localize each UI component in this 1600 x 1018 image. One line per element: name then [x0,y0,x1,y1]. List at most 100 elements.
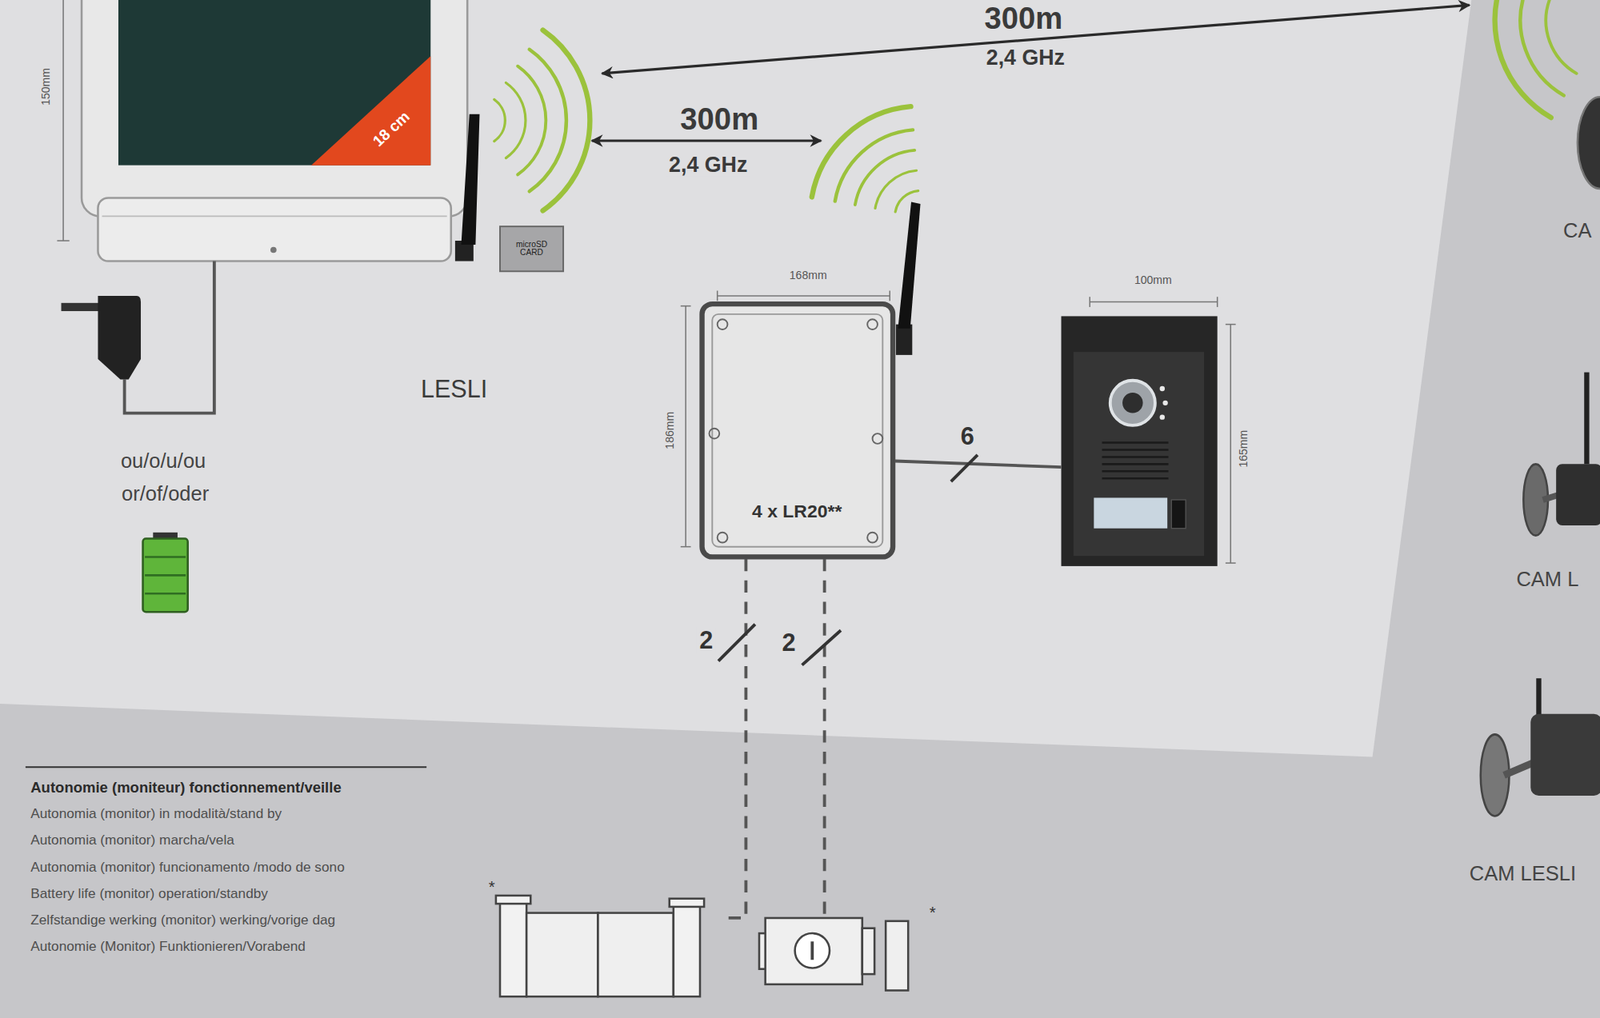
screw [867,532,878,544]
wave [895,191,919,212]
monitor-base [97,197,451,261]
electric-lock [765,918,863,985]
screw [717,532,728,544]
wave [812,106,912,197]
dimension-label: 165mm [1238,430,1250,468]
wire-slash [718,624,756,662]
camera [1577,96,1600,189]
dimension-tick [1225,324,1236,326]
camera-label: CA [1563,220,1592,242]
monitor-button [270,247,277,254]
rule [25,766,427,768]
product-name: LESLI [420,377,488,403]
camera-antenna [1536,678,1541,720]
wave [505,82,526,158]
dashed-wire [823,559,827,919]
dimension-tick [680,305,692,308]
camera-label: CAM LESLI [1469,863,1576,884]
housing-tab [872,433,884,444]
name-plate [1093,497,1168,528]
screw [717,319,728,330]
spec-heading: Autonomie (moniteur) fonctionnement/veil… [30,780,341,795]
wave [529,49,567,192]
wire-slash [802,630,841,665]
plug-prong [61,303,103,312]
camera-label: CAM L [1516,569,1579,591]
dimension-tick [1225,562,1236,564]
size-badge: 18 cm [369,108,412,149]
size-badge-shape [311,56,431,165]
grille-line [1102,448,1169,452]
wave [875,170,917,208]
gate-cap [669,899,704,908]
frequency-label: 2,4 GHz [665,152,751,176]
wire-count: 2 [779,629,800,656]
wire-slash [951,455,978,482]
camera [1556,464,1600,526]
battery-icon [143,538,188,612]
wire [895,461,1062,468]
camera [1530,714,1600,796]
grille-line [1102,456,1169,459]
wave [855,150,915,205]
dimension-tick [716,291,719,302]
antenna [461,114,480,245]
spec-line: Autonomia (monitor) funcionamento /modo … [30,860,344,875]
dimension-lines [56,0,1236,564]
radio-waves [1495,0,1577,118]
grille-line [1102,463,1169,466]
grille-line [1102,470,1169,473]
speaker-grille [1102,443,1169,480]
camera-arm [1504,763,1533,776]
gate-post [500,900,527,997]
dimension-tick [888,291,891,302]
door-station-panel [1073,352,1204,556]
dimension-line [684,306,687,548]
lens-center [1122,392,1144,414]
receiver-housing [702,304,894,557]
screw [867,319,878,330]
antenna-base [896,324,912,356]
gate-post [673,903,700,997]
door-station [1061,316,1218,566]
or-label: or/of/oder [121,484,209,505]
or-label: ou/o/u/ou [120,451,206,472]
radio-waves [812,106,919,212]
receiver-box: 4 x LR20** [702,140,919,560]
grille-line [1102,477,1169,480]
wire-count: 6 [960,424,975,450]
key-slot [810,941,814,960]
power-adapter [97,296,141,380]
monitor-unit: 18 cm [81,0,592,266]
wave [494,99,506,141]
call-button [1171,500,1186,529]
spec-line: Zelfstandige werking (monitor) werking/v… [30,913,336,928]
radio-waves [494,30,591,212]
footnote-mark: * [929,904,936,921]
wave [1545,0,1576,74]
battery-bar [144,574,186,577]
strike-plate [885,921,908,992]
dimension-tick [1216,296,1219,308]
lock-cylinder [795,933,830,968]
radio-link-arrow [592,139,821,142]
dimension-tick [56,240,69,242]
grille-line [1102,441,1169,444]
dimension-label: 100mm [1134,275,1172,287]
dimension-tick [680,546,692,548]
memory-card [500,226,564,272]
battery-bar [144,592,186,596]
housing-lid [712,314,883,548]
gate-panel [597,913,673,998]
spec-line: Autonomia (monitor) marcha/vela [30,833,235,848]
dimension-label: 186mm [664,412,676,450]
dimension-tick [1088,296,1091,308]
led [1162,400,1168,406]
wave [543,30,591,212]
monitor-screen [118,0,431,166]
gate-cap [496,896,531,904]
gate-panel [526,913,598,998]
dimension-line [1229,324,1232,564]
monitor-base-edge [102,215,448,217]
dimension-line [717,295,891,297]
